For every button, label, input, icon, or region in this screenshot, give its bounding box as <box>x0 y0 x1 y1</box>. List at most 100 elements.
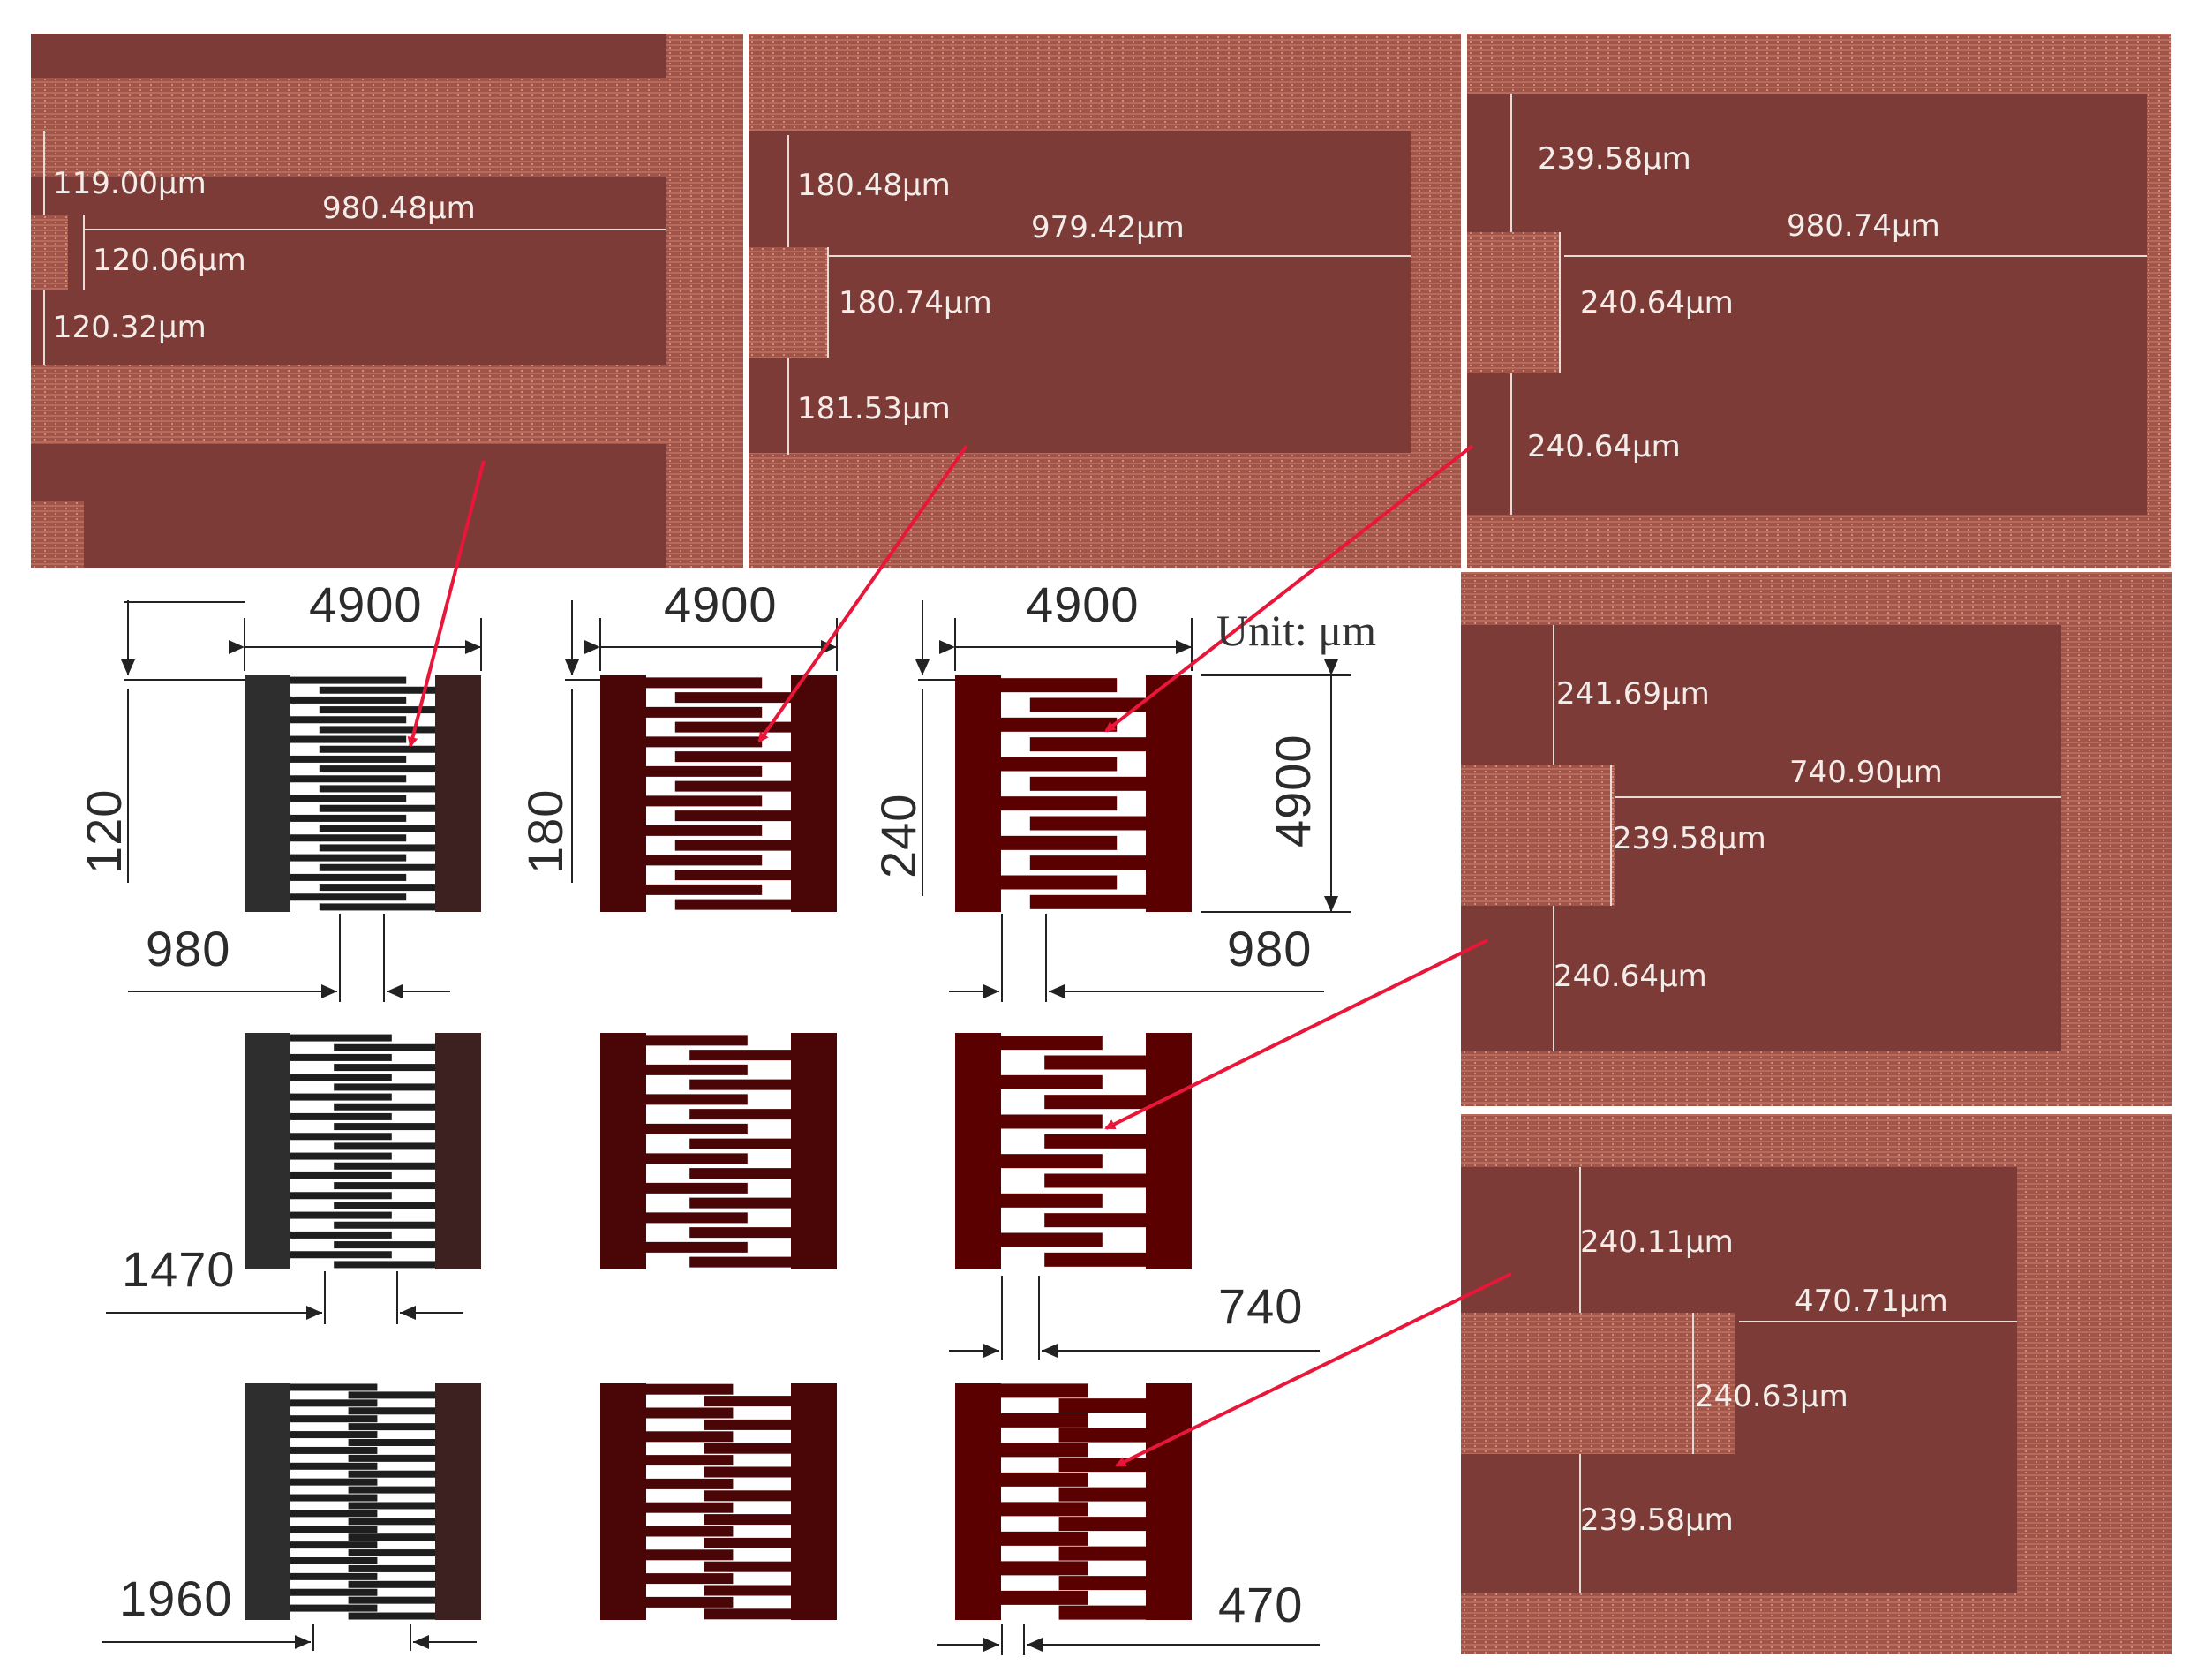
electrode-finger-right <box>319 903 435 911</box>
electrode-finger-left <box>646 1596 734 1608</box>
electrode-pad-left <box>600 1383 646 1620</box>
electrode-finger-left <box>290 755 407 763</box>
electrode-finger-right <box>1029 697 1146 712</box>
electrode-finger-right <box>704 1466 791 1478</box>
measure-label: 180.48μm <box>797 168 951 203</box>
electrode-finger-right <box>334 1241 435 1249</box>
electrode-finger-right <box>1058 1546 1146 1561</box>
measure-label: 241.69μm <box>1556 676 1710 712</box>
micrograph-3-image <box>1467 34 2171 568</box>
electrode-finger-right <box>1044 1095 1146 1110</box>
electrode-finger-right <box>348 1596 435 1604</box>
electrode-finger-left <box>290 1152 392 1160</box>
electrode-finger-left <box>1001 1561 1088 1576</box>
electrode-finger-left <box>290 1034 392 1042</box>
electrode-finger-right <box>334 1043 435 1051</box>
electrode-finger-left <box>290 1112 392 1120</box>
electrode-finger-left <box>1001 1472 1088 1487</box>
electrode-finger-left <box>290 1588 378 1596</box>
electrode-finger-right <box>348 1470 435 1478</box>
electrode-finger-left <box>290 834 407 842</box>
electrode-finger-left <box>1001 835 1118 850</box>
electrode-finger-left <box>646 765 763 777</box>
gap-label: 1960 <box>119 1571 233 1626</box>
electrode-finger-right <box>689 1227 791 1239</box>
measure-label: 181.53μm <box>797 391 951 426</box>
width-label: 4900 <box>664 576 778 632</box>
electrode-finger-right <box>1044 1252 1146 1267</box>
electrode-finger-right <box>704 1396 791 1407</box>
electrode-pad-right <box>435 1033 481 1269</box>
electrode-finger-right <box>1044 1134 1146 1149</box>
electrode-finger-right <box>319 765 435 773</box>
electrode-finger-right <box>334 1261 435 1269</box>
electrode-finger-right <box>1058 1576 1146 1591</box>
electrode-finger-right <box>689 1079 791 1090</box>
electrode-finger-left <box>290 1446 378 1454</box>
measure-label: 980.74μm <box>1787 208 1940 244</box>
red-arrows <box>407 444 1512 1467</box>
electrode-finger-right <box>1058 1398 1146 1413</box>
electrode-finger-left <box>290 1192 392 1200</box>
electrode-finger-left <box>1001 1114 1103 1129</box>
electrode-finger-right <box>348 1486 435 1494</box>
electrode-finger-right <box>674 810 791 822</box>
electrode-finger-right <box>319 706 435 714</box>
electrode-finger-right <box>704 1561 791 1572</box>
electrode-finger-right <box>1058 1517 1146 1532</box>
electrode-finger-right <box>1058 1487 1146 1502</box>
electrode-finger-right <box>689 1050 791 1061</box>
micrograph-5-image <box>1461 1114 2172 1654</box>
electrode-finger-left <box>1001 1413 1088 1428</box>
electrode-finger-left <box>290 716 407 724</box>
electrode-finger-left <box>290 1526 378 1533</box>
electrode-finger-left <box>290 1494 378 1502</box>
electrode-finger-left <box>1001 875 1118 890</box>
electrode-finger-left <box>290 854 407 862</box>
electrode-finger-left <box>646 1123 748 1134</box>
electrode-finger-right <box>348 1502 435 1510</box>
width-label: 4900 <box>1026 576 1140 632</box>
electrode-pad-right <box>1146 1033 1192 1269</box>
electrode-pad-left <box>245 1383 290 1620</box>
electrode-finger-right <box>348 1612 435 1620</box>
electrode-pad-right <box>1146 1383 1192 1620</box>
electrode-finger-right <box>334 1162 435 1170</box>
electrode-pad-left <box>245 1033 290 1269</box>
electrode-finger-left <box>1001 1232 1103 1247</box>
electrode-finger-right <box>334 1142 435 1150</box>
electrode-pad-right <box>791 1033 837 1269</box>
electrode-finger-right <box>1029 776 1146 791</box>
electrode-finger-left <box>646 825 763 836</box>
gap-label: 980 <box>146 921 231 976</box>
electrode-finger-left <box>1001 717 1118 732</box>
electrode-finger-right <box>319 884 435 892</box>
electrode-finger-right <box>1029 894 1146 909</box>
electrode-finger-right <box>319 844 435 852</box>
electrode-finger-right <box>1058 1428 1146 1443</box>
finger-width-label: 120 <box>76 788 132 874</box>
electrode-finger-left <box>290 696 407 704</box>
electrode-finger-left <box>1001 757 1118 772</box>
electrode-finger-right <box>334 1221 435 1229</box>
electrode-finger-right <box>348 1423 435 1431</box>
electrode-finger-left <box>290 814 407 822</box>
measure-label: 980.48μm <box>322 191 476 226</box>
dimension-lines <box>102 600 1351 1655</box>
electrode-finger-left <box>290 1431 378 1439</box>
measure-label: 240.64μm <box>1554 959 1707 994</box>
electrode-finger-left <box>1001 1531 1088 1546</box>
electrode-finger-left <box>290 1399 378 1407</box>
electrode-finger-left <box>290 1171 392 1179</box>
electrode-finger-left <box>290 775 407 783</box>
electrode-finger-right <box>348 1580 435 1588</box>
micrograph-4-image <box>1461 572 2172 1106</box>
electrode-finger-right <box>348 1391 435 1399</box>
micrograph-1: 119.00μm 980.48μm 120.06μm 120.32μm <box>31 34 743 568</box>
electrode-finger-left <box>290 1572 378 1580</box>
electrode-finger-right <box>704 1443 791 1454</box>
electrode-finger-left <box>646 1526 734 1537</box>
measure-label: 180.74μm <box>839 285 992 320</box>
measure-label: 239.58μm <box>1580 1503 1734 1538</box>
